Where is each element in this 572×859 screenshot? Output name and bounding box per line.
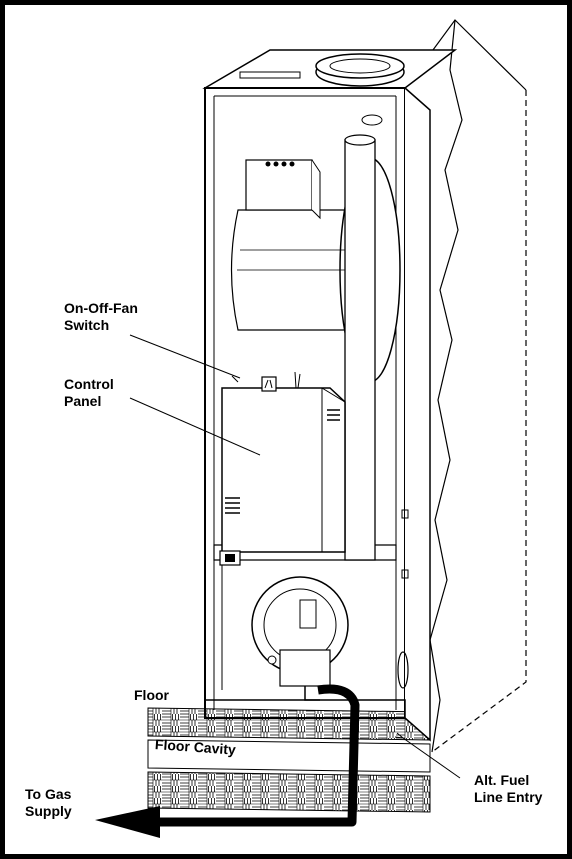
alt-fuel-label: Alt. Fuel Line Entry [474, 772, 542, 806]
alt-label-line2: Line Entry [474, 789, 543, 805]
gas-supply-label: To Gas Supply [25, 786, 72, 820]
callout-line-switch [129, 334, 241, 379]
control-panel [219, 371, 346, 566]
control-label-line2: Panel [64, 393, 102, 409]
control-label-line1: Control [64, 376, 114, 392]
switch-label-line2: Switch [64, 317, 110, 333]
gas-valve-assembly [251, 576, 349, 701]
control-panel-label: Control Panel [64, 376, 114, 410]
switch-label: On-Off-Fan Switch [64, 300, 138, 334]
switch-label-line1: On-Off-Fan [64, 300, 138, 316]
floor-cavity [147, 707, 431, 813]
callout-line-alt-fuel [402, 737, 461, 779]
alt-label-line1: Alt. Fuel [474, 772, 530, 788]
callout-lines [129, 334, 461, 779]
flue-pipe [344, 114, 383, 561]
furnace-cabinet [202, 49, 458, 742]
floor-label: Floor [134, 687, 169, 703]
gas-label-line1: To Gas [25, 786, 72, 802]
callout-line-control [129, 397, 261, 456]
gas-label-line2: Supply [25, 803, 72, 819]
gas-supply-line [95, 684, 360, 838]
